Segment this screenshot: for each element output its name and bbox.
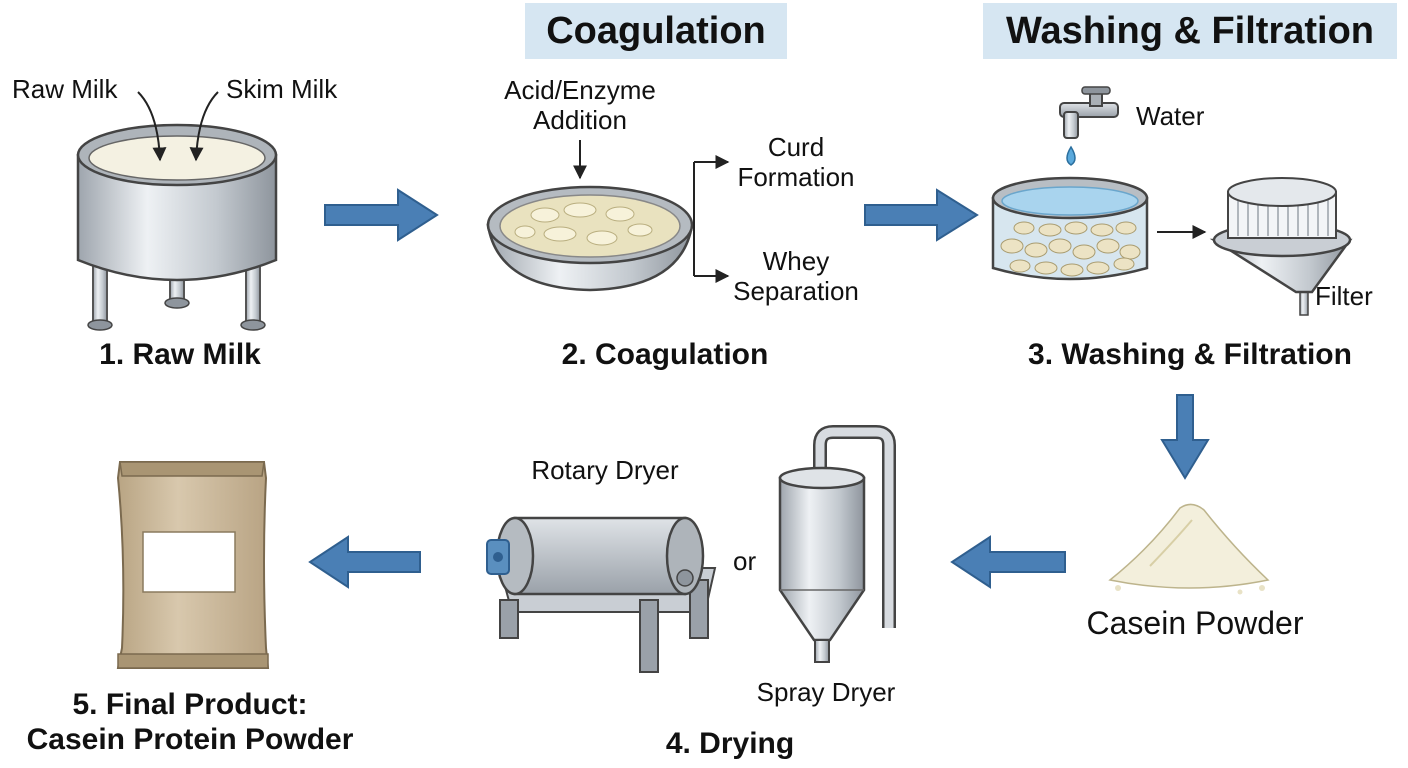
water-faucet-icon: [1059, 86, 1119, 166]
curd-line-2: Formation: [737, 161, 855, 192]
casein-powder-label: Casein Powder: [1086, 605, 1304, 641]
spray-dryer-icon: [778, 425, 896, 663]
curd-whey-split-arrows: [693, 155, 730, 283]
curd-formation-label: Curd Formation: [716, 132, 876, 193]
product-label-blank: [142, 531, 236, 593]
rotary-dryer-icon: [486, 516, 717, 673]
raw-milk-input-arrow: [137, 91, 167, 162]
raw-milk-tank-icon: [76, 123, 278, 331]
flow-arrow-3-to-powder: [1160, 394, 1210, 480]
filter-label: Filter: [1315, 281, 1373, 311]
whey-line-2: Separation: [733, 275, 859, 306]
stage-4-caption: 4. Drying: [665, 727, 795, 760]
water-label: Water: [1136, 101, 1205, 131]
stage-5-caption: 5. Final Product: Casein Protein Powder: [0, 688, 380, 757]
skim-milk-input-label: Skim Milk: [226, 74, 338, 104]
filter-icon: [1209, 177, 1353, 316]
curd-line-1: Curd: [767, 132, 825, 162]
spray-dryer-label: Spray Dryer: [756, 677, 896, 707]
whey-separation-label: Whey Separation: [716, 246, 876, 307]
addition-line-1: Acid/Enzyme: [504, 75, 656, 105]
stage-1-caption: 1. Raw Milk: [99, 338, 261, 371]
skim-milk-input-arrow: [189, 91, 219, 162]
stage-5-caption-line-1: 5. Final Product:: [72, 688, 308, 721]
product-bag-icon: [116, 461, 270, 669]
header-washing-filtration: Washing & Filtration: [983, 3, 1397, 59]
header-coagulation: Coagulation: [525, 3, 787, 59]
flow-arrow-powder-to-drying: [950, 535, 1066, 589]
flow-arrow-drying-to-final: [308, 535, 421, 589]
raw-milk-input-label: Raw Milk: [12, 74, 118, 104]
coagulation-bowl-icon: [486, 185, 694, 292]
flow-arrow-1-to-2: [324, 188, 439, 242]
whey-line-1: Whey: [762, 246, 830, 276]
stage-3-caption: 3. Washing & Filtration: [1028, 338, 1352, 371]
stage-5-caption-line-2: Casein Protein Powder: [26, 722, 354, 756]
or-label: or: [733, 546, 757, 576]
flow-arrow-2-to-3: [864, 188, 979, 242]
stage-2-caption: 2. Coagulation: [561, 338, 769, 371]
washing-tank-icon: [991, 176, 1149, 281]
addition-line-2: Addition: [533, 104, 627, 135]
casein-powder-pile-icon: [1108, 503, 1270, 595]
addition-label: Acid/Enzyme Addition: [480, 75, 680, 136]
rotary-dryer-label: Rotary Dryer: [531, 455, 679, 485]
